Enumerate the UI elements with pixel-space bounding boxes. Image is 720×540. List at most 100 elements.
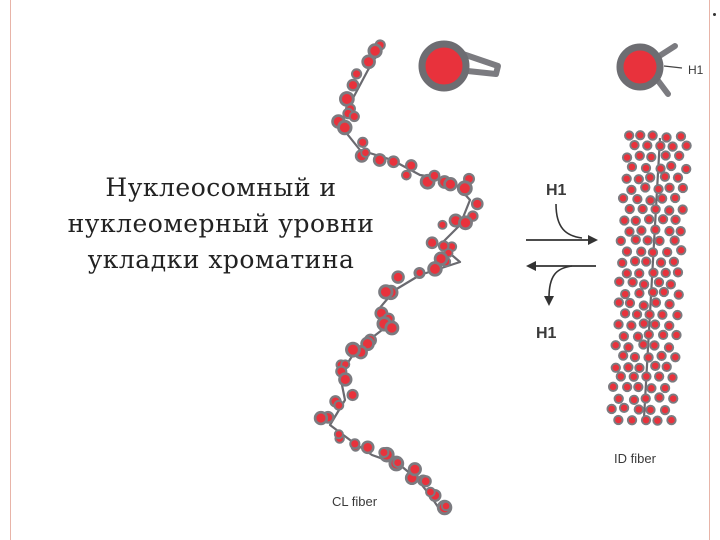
cl-fiber-strand: [313, 39, 484, 516]
cl-nucleosome: [414, 267, 425, 278]
h1-inset-label: H1: [688, 63, 704, 77]
id-nucleosome: [670, 352, 681, 363]
id-nucleosome: [659, 382, 671, 394]
id-nucleosome: [649, 340, 660, 351]
slide-frame-right: [709, 0, 710, 540]
id-nucleosome: [662, 246, 673, 258]
id-nucleosome: [633, 381, 644, 393]
slide-frame-left: [10, 0, 11, 540]
title-line-3: укладки хроматина: [87, 245, 355, 274]
title-line-2: нуклеомерный уровни: [67, 209, 375, 238]
id-nucleosome: [634, 268, 645, 279]
id-nucleosome: [634, 150, 645, 161]
h1-bottom-label: H1: [536, 325, 557, 342]
id-nucleosome: [656, 350, 667, 362]
cl-nucleosome: [360, 147, 371, 158]
cl-fiber-label: CL fiber: [332, 494, 378, 509]
cl-nucleosome: [357, 136, 369, 148]
nucleosome-inset-right: H1: [616, 43, 704, 97]
cl-nucleosome: [333, 429, 344, 440]
id-nucleosome: [624, 226, 635, 237]
id-nucleosome: [626, 161, 638, 173]
id-nucleosome: [638, 339, 649, 350]
cl-nucleosome: [350, 68, 363, 80]
id-nucleosome: [619, 308, 631, 319]
id-nucleosome: [666, 160, 677, 172]
id-nucleosome: [628, 394, 640, 406]
cl-nucleosome: [378, 284, 394, 300]
id-nucleosome: [657, 329, 669, 341]
id-nucleosome: [670, 214, 681, 225]
id-nucleosome: [637, 203, 648, 215]
id-nucleosome: [654, 392, 665, 403]
id-nucleosome: [642, 235, 653, 246]
id-nucleosome: [671, 329, 682, 341]
id-nucleosome: [650, 360, 661, 371]
id-nucleosome: [619, 215, 630, 226]
id-nucleosome: [640, 162, 652, 174]
id-nucleosome: [657, 214, 669, 225]
id-nucleosome: [652, 415, 663, 426]
id-nucleosome: [659, 171, 671, 182]
id-nucleosome: [629, 140, 640, 151]
slide-frame-dot: [713, 13, 716, 16]
cl-nucleosome: [346, 388, 359, 402]
id-nucleosome: [667, 141, 678, 152]
cl-nucleosome: [367, 43, 383, 59]
id-nucleosome: [623, 342, 634, 353]
id-nucleosome: [606, 403, 617, 415]
id-nucleosome: [668, 256, 680, 267]
id-nucleosome: [647, 130, 658, 141]
cl-nucleosome: [348, 110, 360, 123]
id-nucleosome: [632, 331, 644, 342]
id-nucleosome: [607, 381, 619, 392]
id-nucleosome: [613, 393, 624, 404]
cl-nucleosome: [384, 320, 400, 336]
cl-nucleosome: [361, 54, 376, 70]
id-nucleosome: [660, 150, 671, 161]
cl-nucleosome: [313, 410, 329, 426]
id-nucleosome: [654, 371, 665, 382]
id-nucleosome: [621, 152, 633, 163]
cl-nucleosome: [425, 236, 439, 250]
id-nucleosome: [665, 279, 676, 290]
cl-nucleosome: [387, 155, 400, 169]
id-nucleosome: [640, 393, 651, 404]
id-nucleosome: [618, 331, 629, 342]
cl-nucleosome: [458, 215, 473, 231]
cl-nucleosome: [440, 500, 452, 512]
cl-nucleosome: [346, 78, 360, 92]
id-nucleosome: [610, 340, 621, 351]
id-nucleosome: [638, 318, 649, 329]
id-nucleosome: [641, 256, 652, 267]
id-nucleosome: [638, 300, 649, 311]
id-nucleosome: [669, 235, 680, 246]
id-nucleosome: [644, 309, 655, 320]
id-nucleosome: [643, 352, 654, 363]
id-nucleosome: [635, 130, 646, 141]
id-nucleosome: [659, 404, 671, 416]
id-nucleosome: [676, 245, 687, 256]
id-nucleosome: [650, 297, 662, 308]
cl-nucleosome: [333, 399, 345, 411]
id-nucleosome: [626, 320, 637, 331]
id-nucleosome: [649, 319, 661, 330]
cl-nucleosome: [372, 153, 387, 167]
id-nucleosome: [621, 268, 632, 279]
id-nucleosome: [681, 140, 692, 151]
id-nucleosome: [677, 204, 688, 215]
id-nucleosome: [643, 329, 654, 340]
id-nucleosome: [626, 184, 637, 195]
id-nucleosome: [628, 371, 639, 382]
id-nucleosome: [664, 320, 675, 331]
id-nucleosome: [661, 132, 672, 143]
id-nucleosome: [622, 381, 633, 393]
cl-nucleosome: [407, 462, 422, 477]
id-nucleosome: [618, 402, 630, 414]
id-nucleosome: [632, 193, 643, 205]
id-nucleosome: [664, 299, 675, 310]
h1-pointer-arrow: [663, 65, 683, 69]
cl-nucleosome: [456, 180, 473, 197]
cl-nucleosome: [437, 240, 450, 252]
id-nucleosome: [617, 257, 628, 269]
